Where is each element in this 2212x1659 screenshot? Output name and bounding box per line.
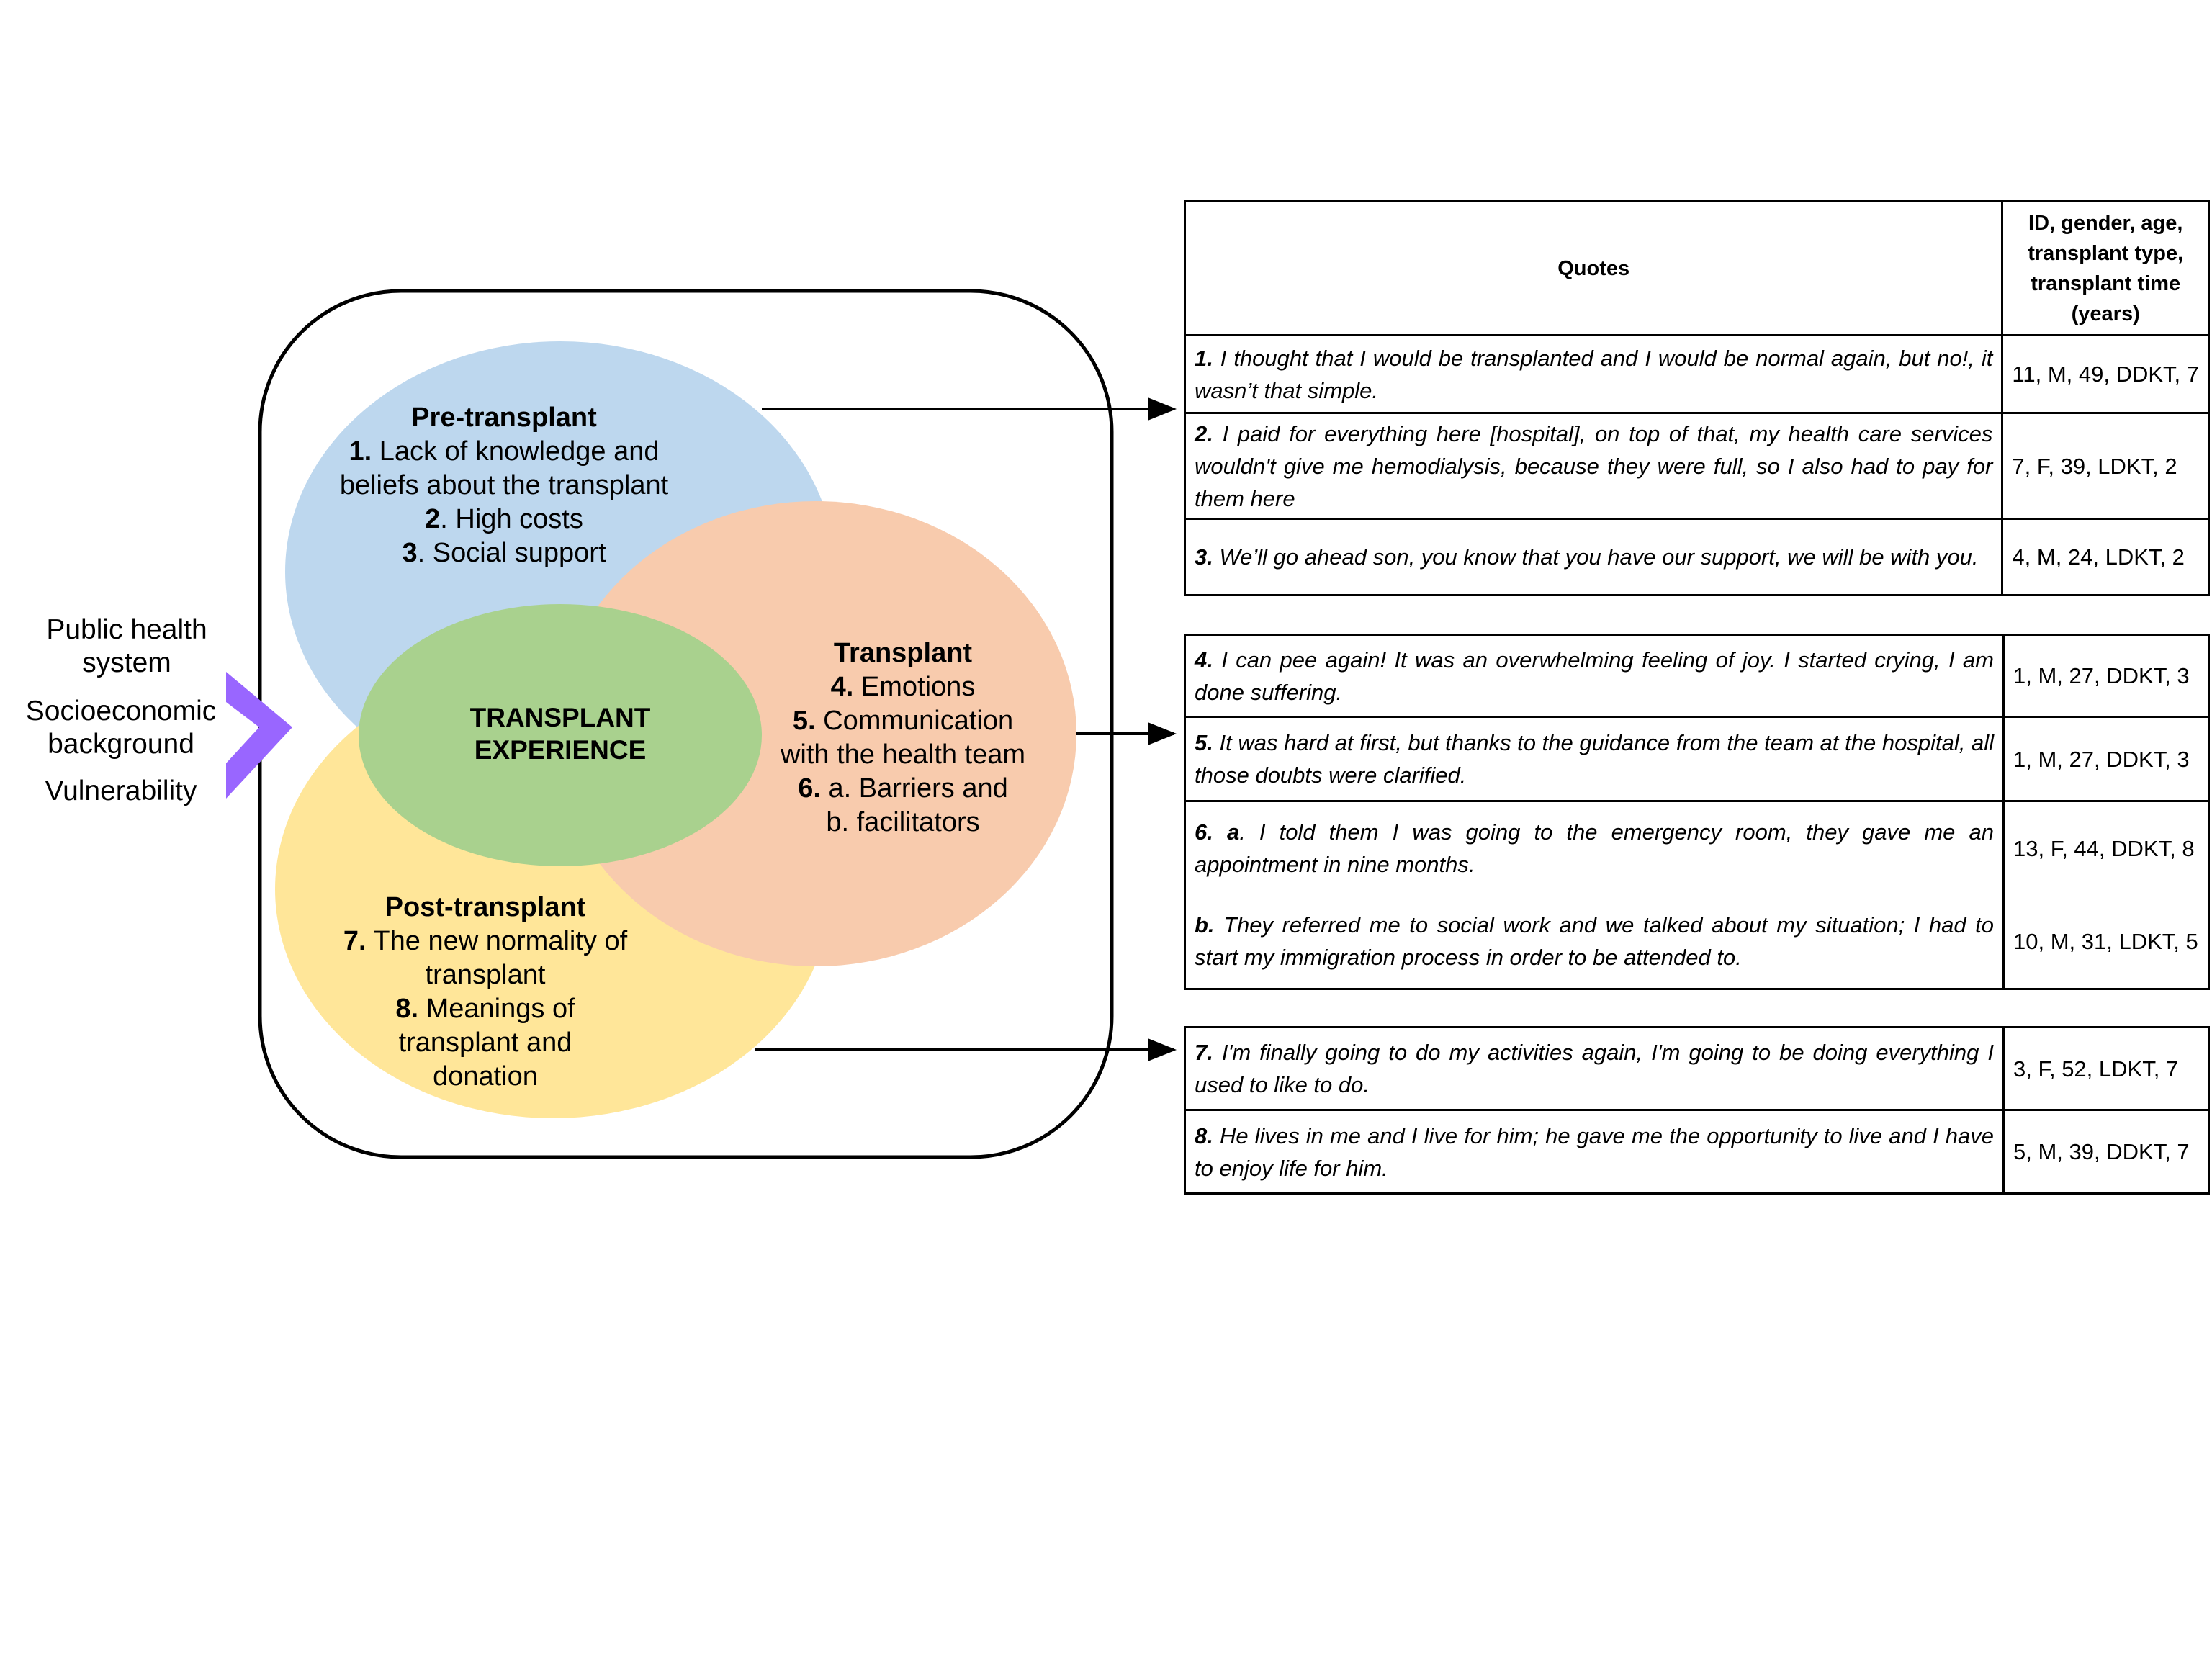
quote-cell: 2. I paid for everything here [hospital]… [1183, 412, 2004, 520]
transplant-ellipse [555, 501, 1076, 966]
table-row: 6. a. I told them I was going to the eme… [1184, 800, 2210, 895]
quote-cell: 6. a. I told them I was going to the eme… [1184, 800, 2005, 895]
quote-cell: 5. It was hard at first, but thanks to t… [1184, 716, 2005, 802]
participant-id-cell: 1, M, 27, DDKT, 3 [2002, 716, 2210, 802]
participant-id-cell: 11, M, 49, DDKT, 7 [2001, 334, 2210, 414]
table-row: b. They referred me to social work and w… [1184, 894, 2210, 990]
table-row: 3. We’ll go ahead son, you know that you… [1183, 518, 2210, 596]
quote-cell: 8. He lives in me and I live for him; he… [1184, 1109, 2005, 1195]
participant-id-cell: 13, F, 44, DDKT, 8 [2002, 800, 2210, 895]
chevron-icon [226, 672, 292, 799]
table-row: 7. I'm finally going to do my activities… [1184, 1026, 2210, 1111]
participant-id-cell: 3, F, 52, LDKT, 7 [2002, 1026, 2210, 1111]
table-row: 4. I can pee again! It was an overwhelmi… [1184, 634, 2210, 718]
table-row: 2. I paid for everything here [hospital]… [1183, 412, 2210, 520]
quotes-table-transplant: 4. I can pee again! It was an overwhelmi… [1184, 634, 2210, 990]
participant-id-cell: 10, M, 31, LDKT, 5 [2002, 894, 2210, 990]
participant-id-cell: 5, M, 39, DDKT, 7 [2002, 1109, 2210, 1195]
header-quotes: Quotes [1183, 200, 2004, 336]
quote-cell: 4. I can pee again! It was an overwhelmi… [1184, 634, 2005, 718]
table-row: 8. He lives in me and I live for him; he… [1184, 1109, 2210, 1195]
quote-cell: 7. I'm finally going to do my activities… [1184, 1026, 2005, 1111]
table-row: 1. I thought that I would be transplante… [1183, 334, 2210, 414]
quote-cell: 1. I thought that I would be transplante… [1183, 334, 2004, 414]
table-header: Quotes ID, gender, age, transplant type,… [1183, 200, 2210, 336]
post-transplant-text: Post-transplant 7. The new normality of … [343, 892, 628, 1092]
table-row: 5. It was hard at first, but thanks to t… [1184, 716, 2210, 802]
quote-cell: 3. We’ll go ahead son, you know that you… [1183, 518, 2004, 596]
center-ellipse [359, 604, 762, 866]
transplant-text: Transplant 4. Emotions 5. Communication … [780, 638, 1026, 837]
quotes-table-post: 7. I'm finally going to do my activities… [1184, 1026, 2210, 1195]
pre-transplant-text: Pre-transplant 1. Lack of knowledge and … [339, 403, 669, 568]
quotes-table-pre: Quotes ID, gender, age, transplant type,… [1183, 200, 2210, 596]
header-id: ID, gender, age, transplant type, transp… [2001, 200, 2210, 336]
quote-cell: b. They referred me to social work and w… [1184, 894, 2005, 990]
participant-id-cell: 7, F, 39, LDKT, 2 [2001, 412, 2210, 520]
participant-id-cell: 1, M, 27, DDKT, 3 [2002, 634, 2210, 718]
participant-id-cell: 4, M, 24, LDKT, 2 [2001, 518, 2210, 596]
factor-vulnerability: Vulnerability [45, 775, 197, 806]
